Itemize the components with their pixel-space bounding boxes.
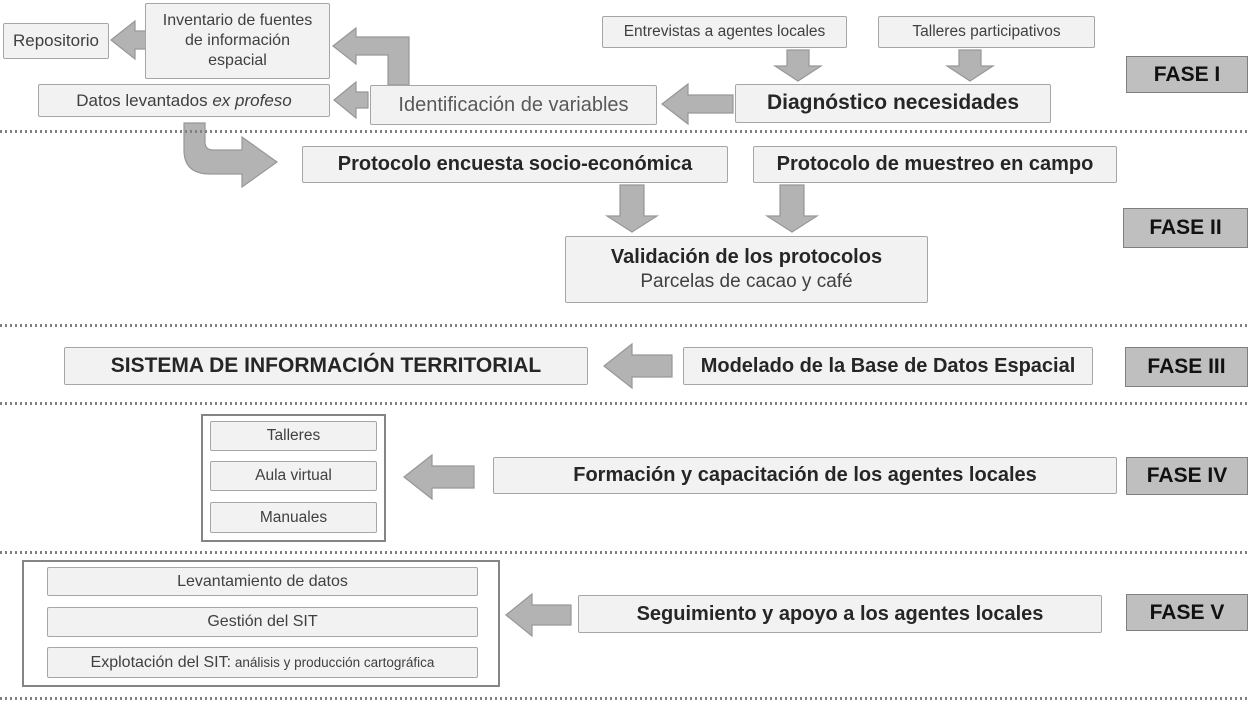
explotacion-sit-label: Explotación del SIT: análisis y producci…: [90, 653, 435, 671]
fase-3-badge: FASE III: [1125, 347, 1248, 387]
phase-separator-2: [0, 324, 1250, 327]
gestion-sit-label: Gestión del SIT: [207, 613, 318, 630]
fase-5-label: FASE V: [1149, 600, 1225, 624]
arrow-identificacion-to-inventario: [332, 26, 410, 86]
datos-levantados-box: Datos levantados ex profeso: [38, 84, 330, 117]
fase-1-badge: FASE I: [1126, 56, 1248, 93]
fase-2-label: FASE II: [1149, 216, 1222, 239]
aula-virtual-item-box: Aula virtual: [210, 461, 377, 491]
protocolo-encuesta-label: Protocolo encuesta socio-económica: [337, 153, 693, 175]
datos-levantados-label: Datos levantados ex profeso: [76, 90, 292, 110]
levantamiento-datos-box: Levantamiento de datos: [47, 567, 478, 596]
fase-3-label: FASE III: [1147, 355, 1226, 378]
diagnostico-necesidades-label: Diagnóstico necesidades: [766, 91, 1020, 115]
seguimiento-label: Seguimiento y apoyo a los agentes locale…: [636, 602, 1044, 625]
arrow-modelado-to-sistema: [603, 342, 673, 390]
phase-separator-5: [0, 697, 1250, 700]
identificacion-variables-box: Identificación de variables: [370, 85, 657, 125]
sistema-label: SISTEMA DE INFORMACIÓN TERRITORIAL: [110, 353, 542, 377]
modelado-base-datos-box: Modelado de la Base de Datos Espacial: [683, 347, 1093, 385]
talleres-item-label: Talleres: [266, 427, 321, 445]
fase-2-badge: FASE II: [1123, 208, 1248, 248]
repositorio-box: Repositorio: [3, 23, 109, 59]
formacion-capacitacion-box: Formación y capacitación de los agentes …: [493, 457, 1117, 494]
arrow-diagnostico-to-identificacion: [661, 82, 734, 126]
talleres-item-box: Talleres: [210, 421, 377, 451]
entrevistas-box: Entrevistas a agentes locales: [602, 16, 847, 48]
gestion-sit-box: Gestión del SIT: [47, 607, 478, 637]
diagnostico-necesidades-box: Diagnóstico necesidades: [735, 84, 1051, 123]
repositorio-label: Repositorio: [13, 31, 99, 51]
talleres-participativos-box: Talleres participativos: [878, 16, 1095, 48]
arrow-seguimiento-to-actividades: [505, 592, 572, 638]
phase-separator-4: [0, 551, 1250, 554]
validacion-subtitle: Parcelas de cacao y café: [640, 271, 853, 293]
aula-virtual-item-label: Aula virtual: [255, 467, 332, 485]
levantamiento-datos-label: Levantamiento de datos: [177, 572, 348, 590]
phase-separator-1: [0, 130, 1250, 133]
entrevistas-label: Entrevistas a agentes locales: [623, 23, 826, 41]
arrow-datos-to-protocolo-elbow: [183, 122, 279, 189]
manuales-item-box: Manuales: [210, 502, 377, 533]
arrow-talleres-down: [944, 49, 996, 82]
inventario-box: Inventario de fuentes de información esp…: [145, 3, 330, 79]
protocolo-muestreo-box: Protocolo de muestreo en campo: [753, 146, 1117, 183]
fase-4-badge: FASE IV: [1126, 457, 1248, 495]
validacion-protocolos-box: Validación de los protocolos Parcelas de…: [565, 236, 928, 303]
arrow-entrevistas-down: [772, 49, 824, 82]
arrow-formacion-to-materiales: [403, 453, 475, 501]
talleres-participativos-label: Talleres participativos: [912, 23, 1061, 41]
validacion-title: Validación de los protocolos: [610, 246, 883, 269]
arrow-muestreo-to-validacion: [764, 184, 820, 233]
fase-5-badge: FASE V: [1126, 594, 1248, 631]
arrow-inventario-to-repositorio: [110, 19, 147, 61]
manuales-item-label: Manuales: [259, 508, 328, 526]
identificacion-variables-label: Identificación de variables: [398, 93, 629, 116]
sistema-informacion-territorial-box: SISTEMA DE INFORMACIÓN TERRITORIAL: [64, 347, 588, 385]
modelado-label: Modelado de la Base de Datos Espacial: [700, 354, 1076, 377]
phase-separator-3: [0, 402, 1250, 405]
arrow-identificacion-to-datos: [333, 80, 369, 120]
fase-4-label: FASE IV: [1146, 464, 1228, 487]
seguimiento-apoyo-box: Seguimiento y apoyo a los agentes locale…: [578, 595, 1102, 633]
explotacion-sit-box: Explotación del SIT: análisis y producci…: [47, 647, 478, 678]
protocolo-encuesta-box: Protocolo encuesta socio-económica: [302, 146, 728, 183]
formacion-label: Formación y capacitación de los agentes …: [573, 464, 1037, 486]
fase-1-label: FASE I: [1153, 62, 1221, 86]
inventario-label: Inventario de fuentes de información esp…: [162, 12, 313, 69]
protocolo-muestreo-label: Protocolo de muestreo en campo: [776, 153, 1094, 175]
arrow-encuesta-to-validacion: [604, 184, 660, 233]
